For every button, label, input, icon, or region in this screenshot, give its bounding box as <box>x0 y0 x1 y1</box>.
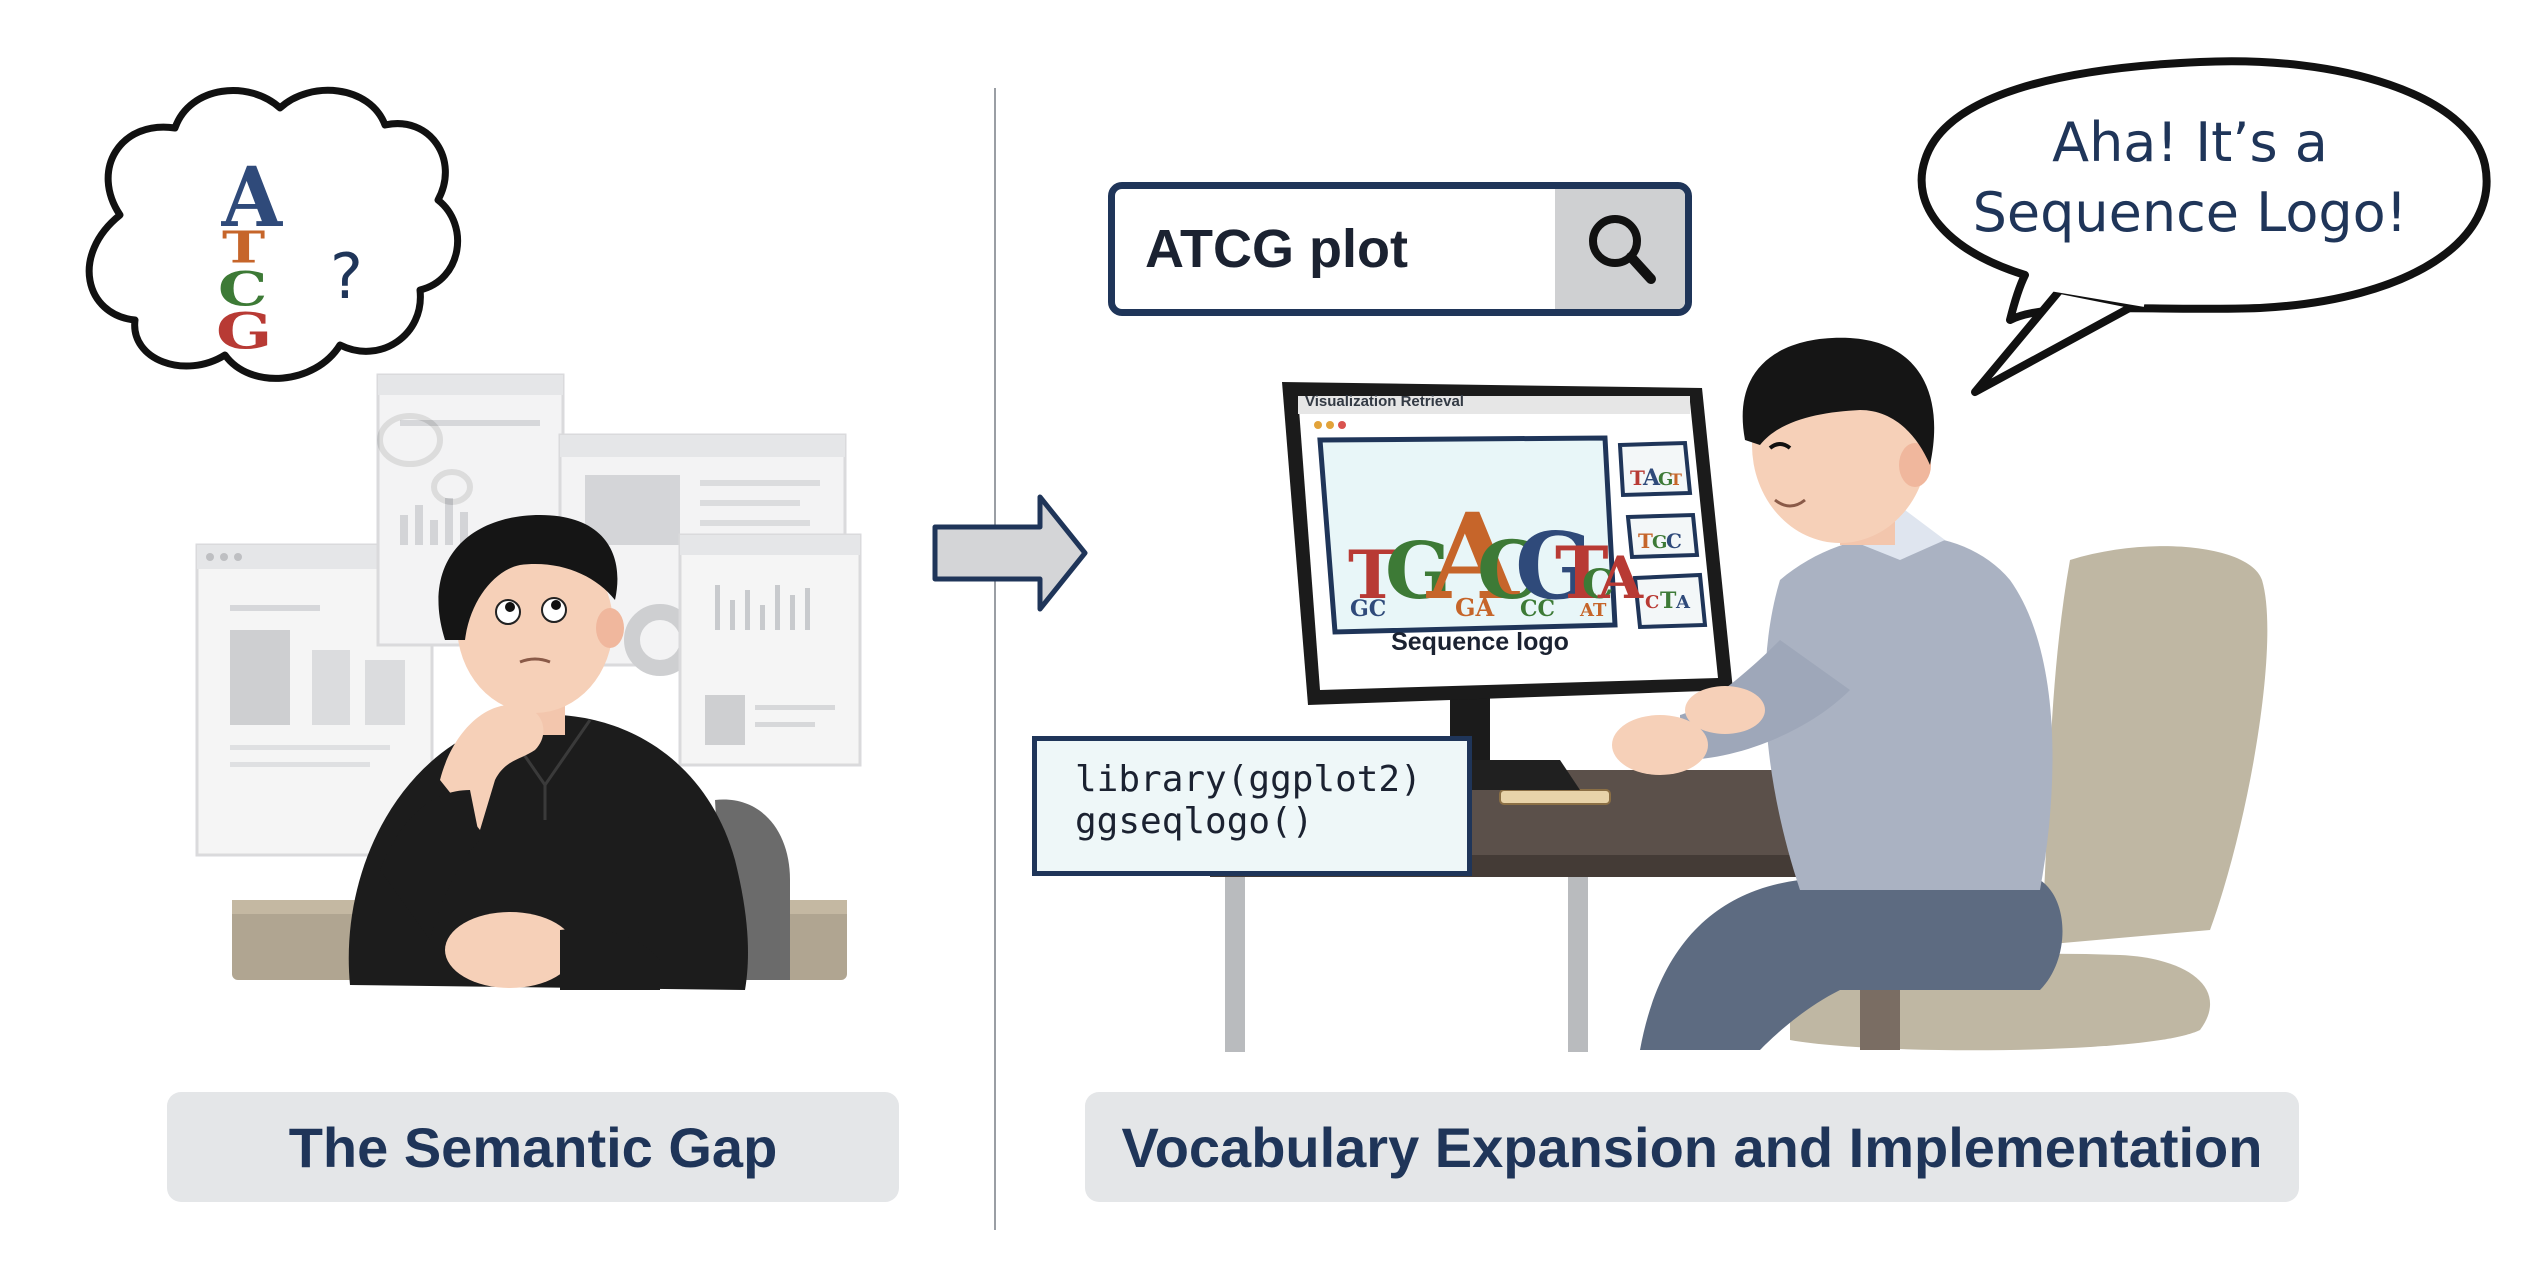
main-sequence-logo: T G A C G T C A GC GA CC AT <box>1348 487 1644 626</box>
svg-text:GC: GC <box>1350 596 1386 622</box>
thought-letter-g: G <box>216 302 273 361</box>
svg-text:T: T <box>1630 466 1645 490</box>
thought-letter-t: T <box>222 222 266 273</box>
svg-text:G: G <box>1658 469 1673 490</box>
svg-text:T: T <box>1660 588 1677 614</box>
code-snippet: library(ggplot2) ggseqlogo() <box>1032 736 1472 876</box>
thinking-person <box>348 515 748 990</box>
svg-text:A: A <box>1597 544 1644 612</box>
svg-text:T: T <box>1555 530 1609 615</box>
svg-text:GA: GA <box>1455 593 1494 622</box>
svg-text:A: A <box>1642 465 1661 491</box>
speech-bubble <box>1917 57 2491 396</box>
svg-text:A: A <box>1426 487 1520 626</box>
speech-line-2: Sequence Logo! <box>1972 181 2408 244</box>
thought-letter-a: A <box>221 150 283 246</box>
working-person <box>1612 337 2063 1050</box>
monitor: T A G T T G C C T A <box>1282 382 1733 790</box>
svg-text:T: T <box>1638 529 1653 553</box>
search-bar[interactable]: ATCG plot <box>1108 182 1692 316</box>
svg-text:C: C <box>1582 561 1614 608</box>
code-line-2: ggseqlogo() <box>1075 801 1314 842</box>
speech-line-1: Aha! It’s a <box>2052 111 2328 174</box>
svg-text:G: G <box>1385 526 1452 617</box>
svg-text:G: G <box>1515 512 1594 620</box>
svg-text:CC: CC <box>1520 596 1555 622</box>
transition-arrow <box>932 494 1088 612</box>
window-title: Visualization Retrieval <box>1305 393 1464 410</box>
svg-text:T: T <box>1348 536 1397 614</box>
svg-text:C: C <box>1645 592 1659 613</box>
svg-text:C: C <box>1666 529 1682 553</box>
search-button[interactable] <box>1555 189 1685 309</box>
svg-text:A: A <box>1675 592 1691 613</box>
search-query[interactable]: ATCG plot <box>1145 219 1408 279</box>
svg-text:G: G <box>1652 532 1667 553</box>
speech-text: Aha! It’s a Sequence Logo! <box>1930 108 2450 248</box>
monitor-caption: Sequence logo <box>1391 628 1569 656</box>
left-panel-label: The Semantic Gap <box>167 1092 899 1202</box>
thought-letter-c: C <box>218 262 268 317</box>
svg-text:AT: AT <box>1579 600 1607 621</box>
search-icon <box>1589 215 1656 284</box>
svg-text:C: C <box>1477 523 1541 617</box>
code-line-1: library(ggplot2) <box>1075 759 1422 800</box>
right-panel-label: Vocabulary Expansion and Implementation <box>1085 1092 2299 1202</box>
svg-text:T: T <box>1670 470 1682 489</box>
question-mark: ? <box>330 240 363 313</box>
